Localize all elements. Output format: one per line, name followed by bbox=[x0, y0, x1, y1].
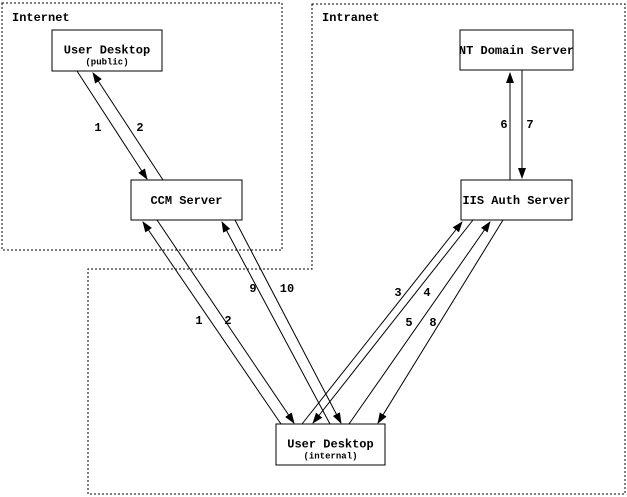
nt-domain-server-title: NT Domain Server bbox=[459, 44, 574, 58]
arrow-10-ccm-server-to-user-desktop-internal bbox=[234, 219, 342, 424]
ccm-server-title: CCM Server bbox=[150, 194, 222, 208]
arrow-label-9-user-desktop-internal-to-ccm-server: 9 bbox=[249, 282, 256, 296]
internet-zone-label: Internet bbox=[12, 11, 70, 25]
arrow-label-2-ccm-server-to-user-desktop-public: 2 bbox=[136, 121, 143, 135]
intranet-zone-label: Intranet bbox=[322, 11, 380, 25]
arrow-label-8-iis-auth-server-to-user-desktop-internal: 8 bbox=[429, 316, 436, 330]
arrow-label-5-user-desktop-internal-to-iis-auth-server: 5 bbox=[405, 316, 412, 330]
arrow-label-10-ccm-server-to-user-desktop-internal: 10 bbox=[280, 282, 294, 296]
arrow-label-4-iis-auth-server-to-user-desktop-internal: 4 bbox=[423, 286, 430, 300]
user-desktop-internal-subtitle: (internal) bbox=[303, 452, 357, 462]
arrow-label-6-iis-auth-server-to-nt-domain-server: 6 bbox=[500, 118, 507, 132]
arrow-label-7-nt-domain-server-to-iis-auth-server: 7 bbox=[526, 118, 533, 132]
arrow-label-1-user-desktop-public-to-ccm-server: 1 bbox=[94, 121, 101, 135]
arrow-label-3-user-desktop-internal-to-iis-auth-server: 3 bbox=[394, 286, 401, 300]
arrow-9-user-desktop-internal-to-ccm-server bbox=[221, 221, 331, 425]
nt-domain-server-box bbox=[459, 29, 574, 71]
intranet-zone-border bbox=[87, 3, 626, 495]
user-desktop-public-box bbox=[51, 29, 163, 72]
user-desktop-internal-box bbox=[275, 423, 386, 466]
arrow-5-user-desktop-internal-to-iis-auth-server bbox=[348, 221, 491, 425]
iis-auth-server-title: IIS Auth Server bbox=[462, 194, 570, 208]
arrow-3-user-desktop-internal-to-iis-auth-server bbox=[301, 221, 463, 425]
arrow-8-iis-auth-server-to-user-desktop-internal bbox=[377, 219, 504, 424]
ccm-server-box bbox=[130, 179, 243, 221]
arrow-2-ccm-server-to-user-desktop-public bbox=[92, 72, 164, 181]
arrow-1-user-desktop-public-to-ccm-server bbox=[76, 70, 148, 180]
internet-zone-border bbox=[1, 2, 283, 251]
arrow-2-ccm-server-to-user-desktop-internal bbox=[156, 219, 295, 424]
arrow-label-1-user-desktop-internal-to-ccm-server: 1 bbox=[195, 314, 202, 328]
arrow-1-user-desktop-internal-to-ccm-server bbox=[142, 221, 282, 425]
arrow-4-iis-auth-server-to-user-desktop-internal bbox=[312, 219, 474, 424]
user-desktop-public-title: User Desktop bbox=[64, 44, 150, 58]
iis-auth-server-box bbox=[460, 179, 573, 221]
arrow-label-2-ccm-server-to-user-desktop-internal: 2 bbox=[224, 314, 231, 328]
user-desktop-public-subtitle: (public) bbox=[85, 58, 128, 68]
user-desktop-internal-title: User Desktop bbox=[287, 438, 373, 452]
